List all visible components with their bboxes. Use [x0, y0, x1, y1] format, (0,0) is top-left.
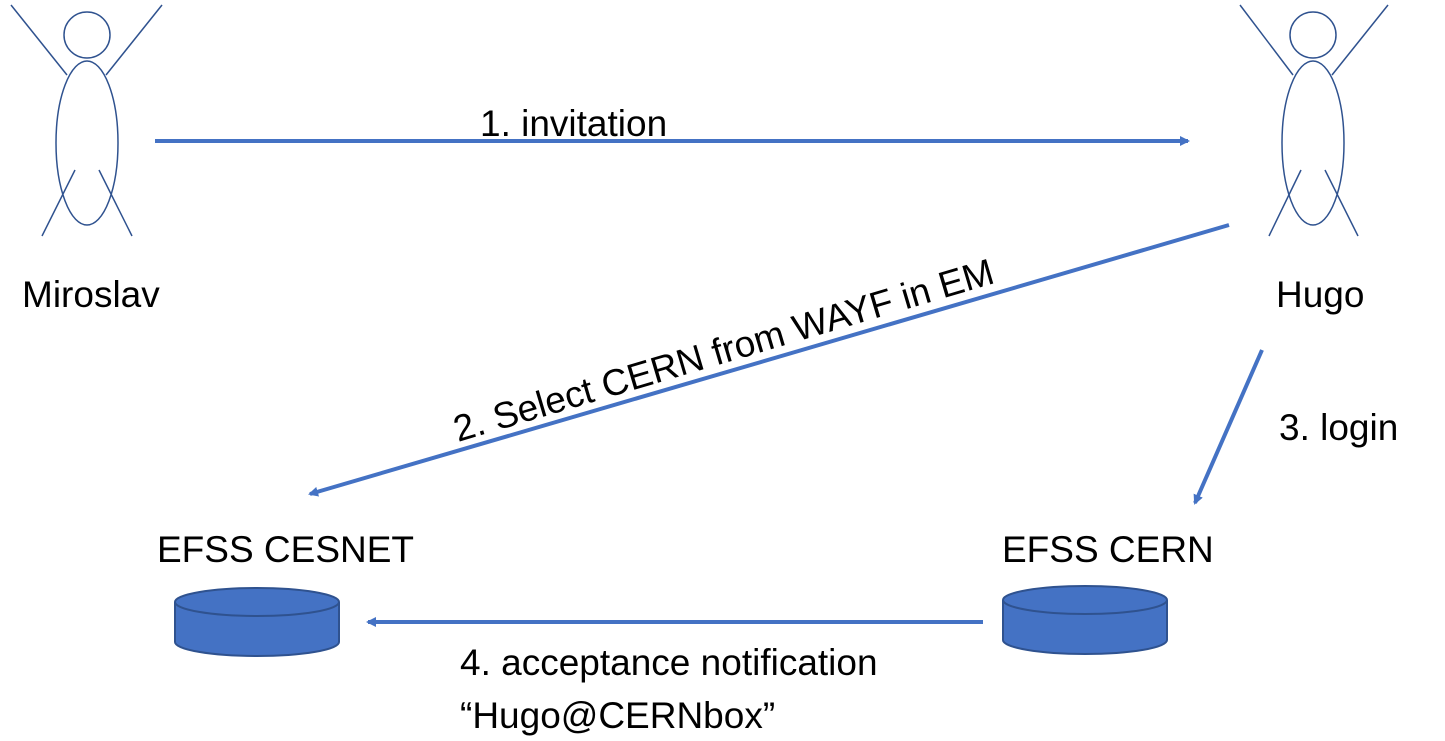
actor-miroslav-icon	[10, 4, 163, 237]
actor-hugo-icon	[1239, 4, 1389, 237]
database-efss-cern-icon	[1002, 585, 1168, 655]
step-acceptance-sublabel: “Hugo@CERNbox”	[460, 695, 775, 736]
node-efss-cern-label: EFSS CERN	[1002, 529, 1214, 570]
actor-hugo-label: Hugo	[1276, 274, 1364, 315]
step-login-label: 3. login	[1279, 407, 1398, 448]
step-acceptance-label: 4. acceptance notification	[460, 642, 878, 683]
node-efss-cesnet-label: EFSS CESNET	[157, 529, 414, 570]
arrow-select-cern	[308, 223, 1230, 497]
arrow-login	[1193, 349, 1264, 505]
step-invitation-label: 1. invitation	[480, 103, 667, 144]
database-efss-cesnet-icon	[174, 587, 340, 657]
step-select-cern-label: 2. Select CERN from WAYF in EM	[449, 251, 999, 450]
actor-miroslav-label: Miroslav	[22, 274, 160, 315]
